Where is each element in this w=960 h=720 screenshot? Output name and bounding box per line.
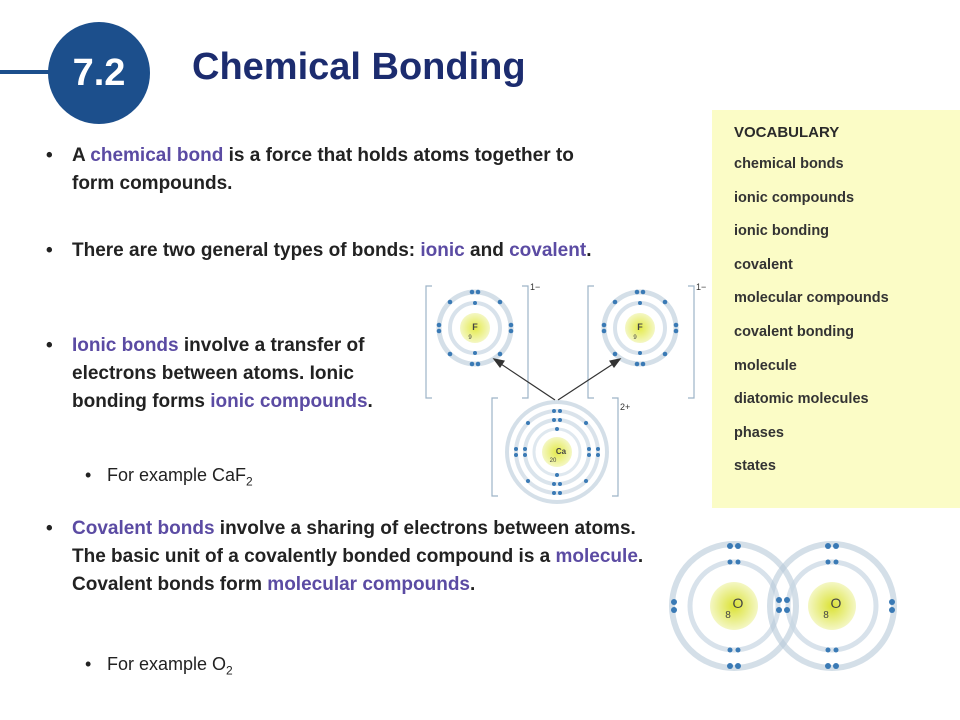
vocab-term: phases bbox=[734, 424, 784, 441]
text: . Covalent bonds form bbox=[72, 546, 644, 595]
bullet-ionic-bonds: • Ionic bonds involve a transfer of elect… bbox=[46, 332, 417, 416]
text: is a force that holds atoms together to … bbox=[72, 145, 574, 194]
fluorine-symbol: F bbox=[472, 322, 478, 332]
fluorine-number: 9 bbox=[468, 335, 472, 341]
vocabulary-list: chemical bonds ionic compounds ionic bon… bbox=[734, 155, 960, 491]
fluorine-number: 9 bbox=[633, 335, 637, 341]
text: . bbox=[470, 574, 476, 595]
calcium-symbol: Ca bbox=[556, 447, 567, 456]
covalent-bond-diagram: O 8 O 8 bbox=[669, 541, 897, 671]
vocab-term: molecular compounds bbox=[734, 290, 889, 307]
sub-bullet-caf2: • For example CaF2 bbox=[85, 462, 253, 495]
section-badge: 7.2 bbox=[48, 22, 150, 124]
sub-bullet-o2: • For example O2 bbox=[85, 651, 233, 684]
bullet-dot: • bbox=[46, 145, 53, 166]
bullet-chemical-bond: • A chemical bond is a force that holds a… bbox=[46, 142, 592, 198]
oxygen-symbol: O bbox=[733, 595, 744, 611]
term-ionic-compounds: ionic compounds bbox=[210, 391, 368, 412]
calcium-charge: 2+ bbox=[620, 402, 630, 412]
vocab-term: ionic bonding bbox=[734, 223, 830, 240]
fluorine-atom-left: F 9 bbox=[436, 289, 514, 367]
text: . bbox=[586, 240, 592, 261]
text: There are two general types of bonds: bbox=[72, 240, 421, 261]
transfer-arrows bbox=[492, 358, 622, 401]
bullet-covalent-bonds: • Covalent bonds involve a sharing of ele… bbox=[46, 515, 647, 599]
bullet-dot: • bbox=[46, 518, 53, 539]
vocab-term: states bbox=[734, 458, 776, 475]
text: and bbox=[464, 240, 510, 261]
term-covalent: covalent bbox=[509, 240, 587, 261]
calcium-number: 20 bbox=[550, 458, 557, 464]
title-rule bbox=[0, 70, 60, 74]
bullet-dot: • bbox=[46, 335, 53, 356]
calcium-atom: Ca 20 bbox=[505, 400, 609, 504]
term-covalent-bonds: Covalent bonds bbox=[72, 518, 215, 539]
vocab-term: chemical bonds bbox=[734, 156, 844, 172]
vocab-term: ionic compounds bbox=[734, 189, 855, 206]
bullet-dot: • bbox=[46, 240, 53, 261]
vocabulary-heading: VOCABULARY bbox=[734, 124, 840, 141]
subscript: 2 bbox=[226, 663, 233, 678]
fluorine-charge-right: 1− bbox=[696, 282, 706, 292]
text: involve a transfer of electrons between … bbox=[72, 335, 365, 412]
page-title: Chemical Bonding bbox=[192, 46, 526, 88]
fluorine-atom-right: F 9 bbox=[601, 289, 679, 367]
fluorine-symbol: F bbox=[637, 322, 643, 332]
term-molecular-compounds: molecular compounds bbox=[267, 574, 470, 595]
vocab-term: covalent bonding bbox=[734, 323, 855, 340]
ionic-bond-diagram: 1− 1− 2+ F 9 F 9 bbox=[425, 282, 706, 504]
electrons bbox=[671, 543, 895, 669]
oxygen-symbol: O bbox=[831, 595, 842, 611]
oxygen-atom-right: O 8 bbox=[767, 541, 897, 671]
oxygen-number: 8 bbox=[823, 610, 829, 621]
subscript: 2 bbox=[246, 474, 253, 489]
term-ionic-bonds: Ionic bonds bbox=[72, 335, 179, 356]
term-ionic: ionic bbox=[420, 240, 465, 261]
term-molecule: molecule bbox=[555, 546, 638, 567]
bullet-dot: • bbox=[85, 465, 92, 485]
term-chemical-bond: chemical bond bbox=[90, 145, 224, 166]
text: . bbox=[367, 391, 373, 412]
vocab-term: molecule bbox=[734, 357, 797, 374]
section-number: 7.2 bbox=[72, 51, 126, 94]
vocab-term: diatomic molecules bbox=[734, 391, 869, 408]
text: involve a sharing of electrons between a… bbox=[72, 518, 636, 567]
vocabulary-panel: VOCABULARY chemical bonds ionic compound… bbox=[712, 110, 960, 508]
oxygen-number: 8 bbox=[725, 610, 731, 621]
fluorine-charge-left: 1− bbox=[530, 282, 540, 292]
bullet-dot: • bbox=[85, 654, 92, 674]
vocab-term: covalent bbox=[734, 256, 793, 273]
text: For example O bbox=[107, 654, 227, 674]
oxygen-atom-left: O 8 bbox=[669, 541, 799, 671]
bullet-bond-types: • There are two general types of bonds: i… bbox=[46, 237, 632, 265]
text: For example CaF bbox=[107, 465, 247, 485]
text: A bbox=[72, 145, 91, 166]
